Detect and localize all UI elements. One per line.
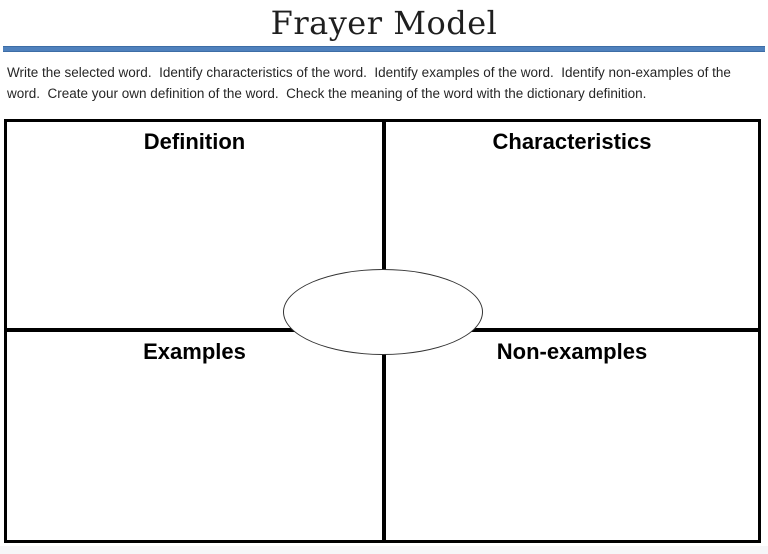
quadrant-non-examples[interactable]: Non-examples [386,332,758,540]
quadrant-definition[interactable]: Definition [7,122,382,328]
title-divider-rule [3,46,765,52]
page-title: Frayer Model [270,4,498,42]
page-bottom-edge [0,546,768,554]
quadrant-label-examples: Examples [143,339,246,364]
instructions-text: Write the selected word. Identify charac… [7,65,731,101]
quadrant-label-characteristics: Characteristics [492,129,652,154]
quadrant-label-non-examples: Non-examples [496,339,648,364]
quadrant-characteristics[interactable]: Characteristics [386,122,758,328]
word-oval[interactable] [283,269,483,355]
quadrant-label-definition: Definition [143,129,246,154]
quadrant-examples[interactable]: Examples [7,332,382,540]
